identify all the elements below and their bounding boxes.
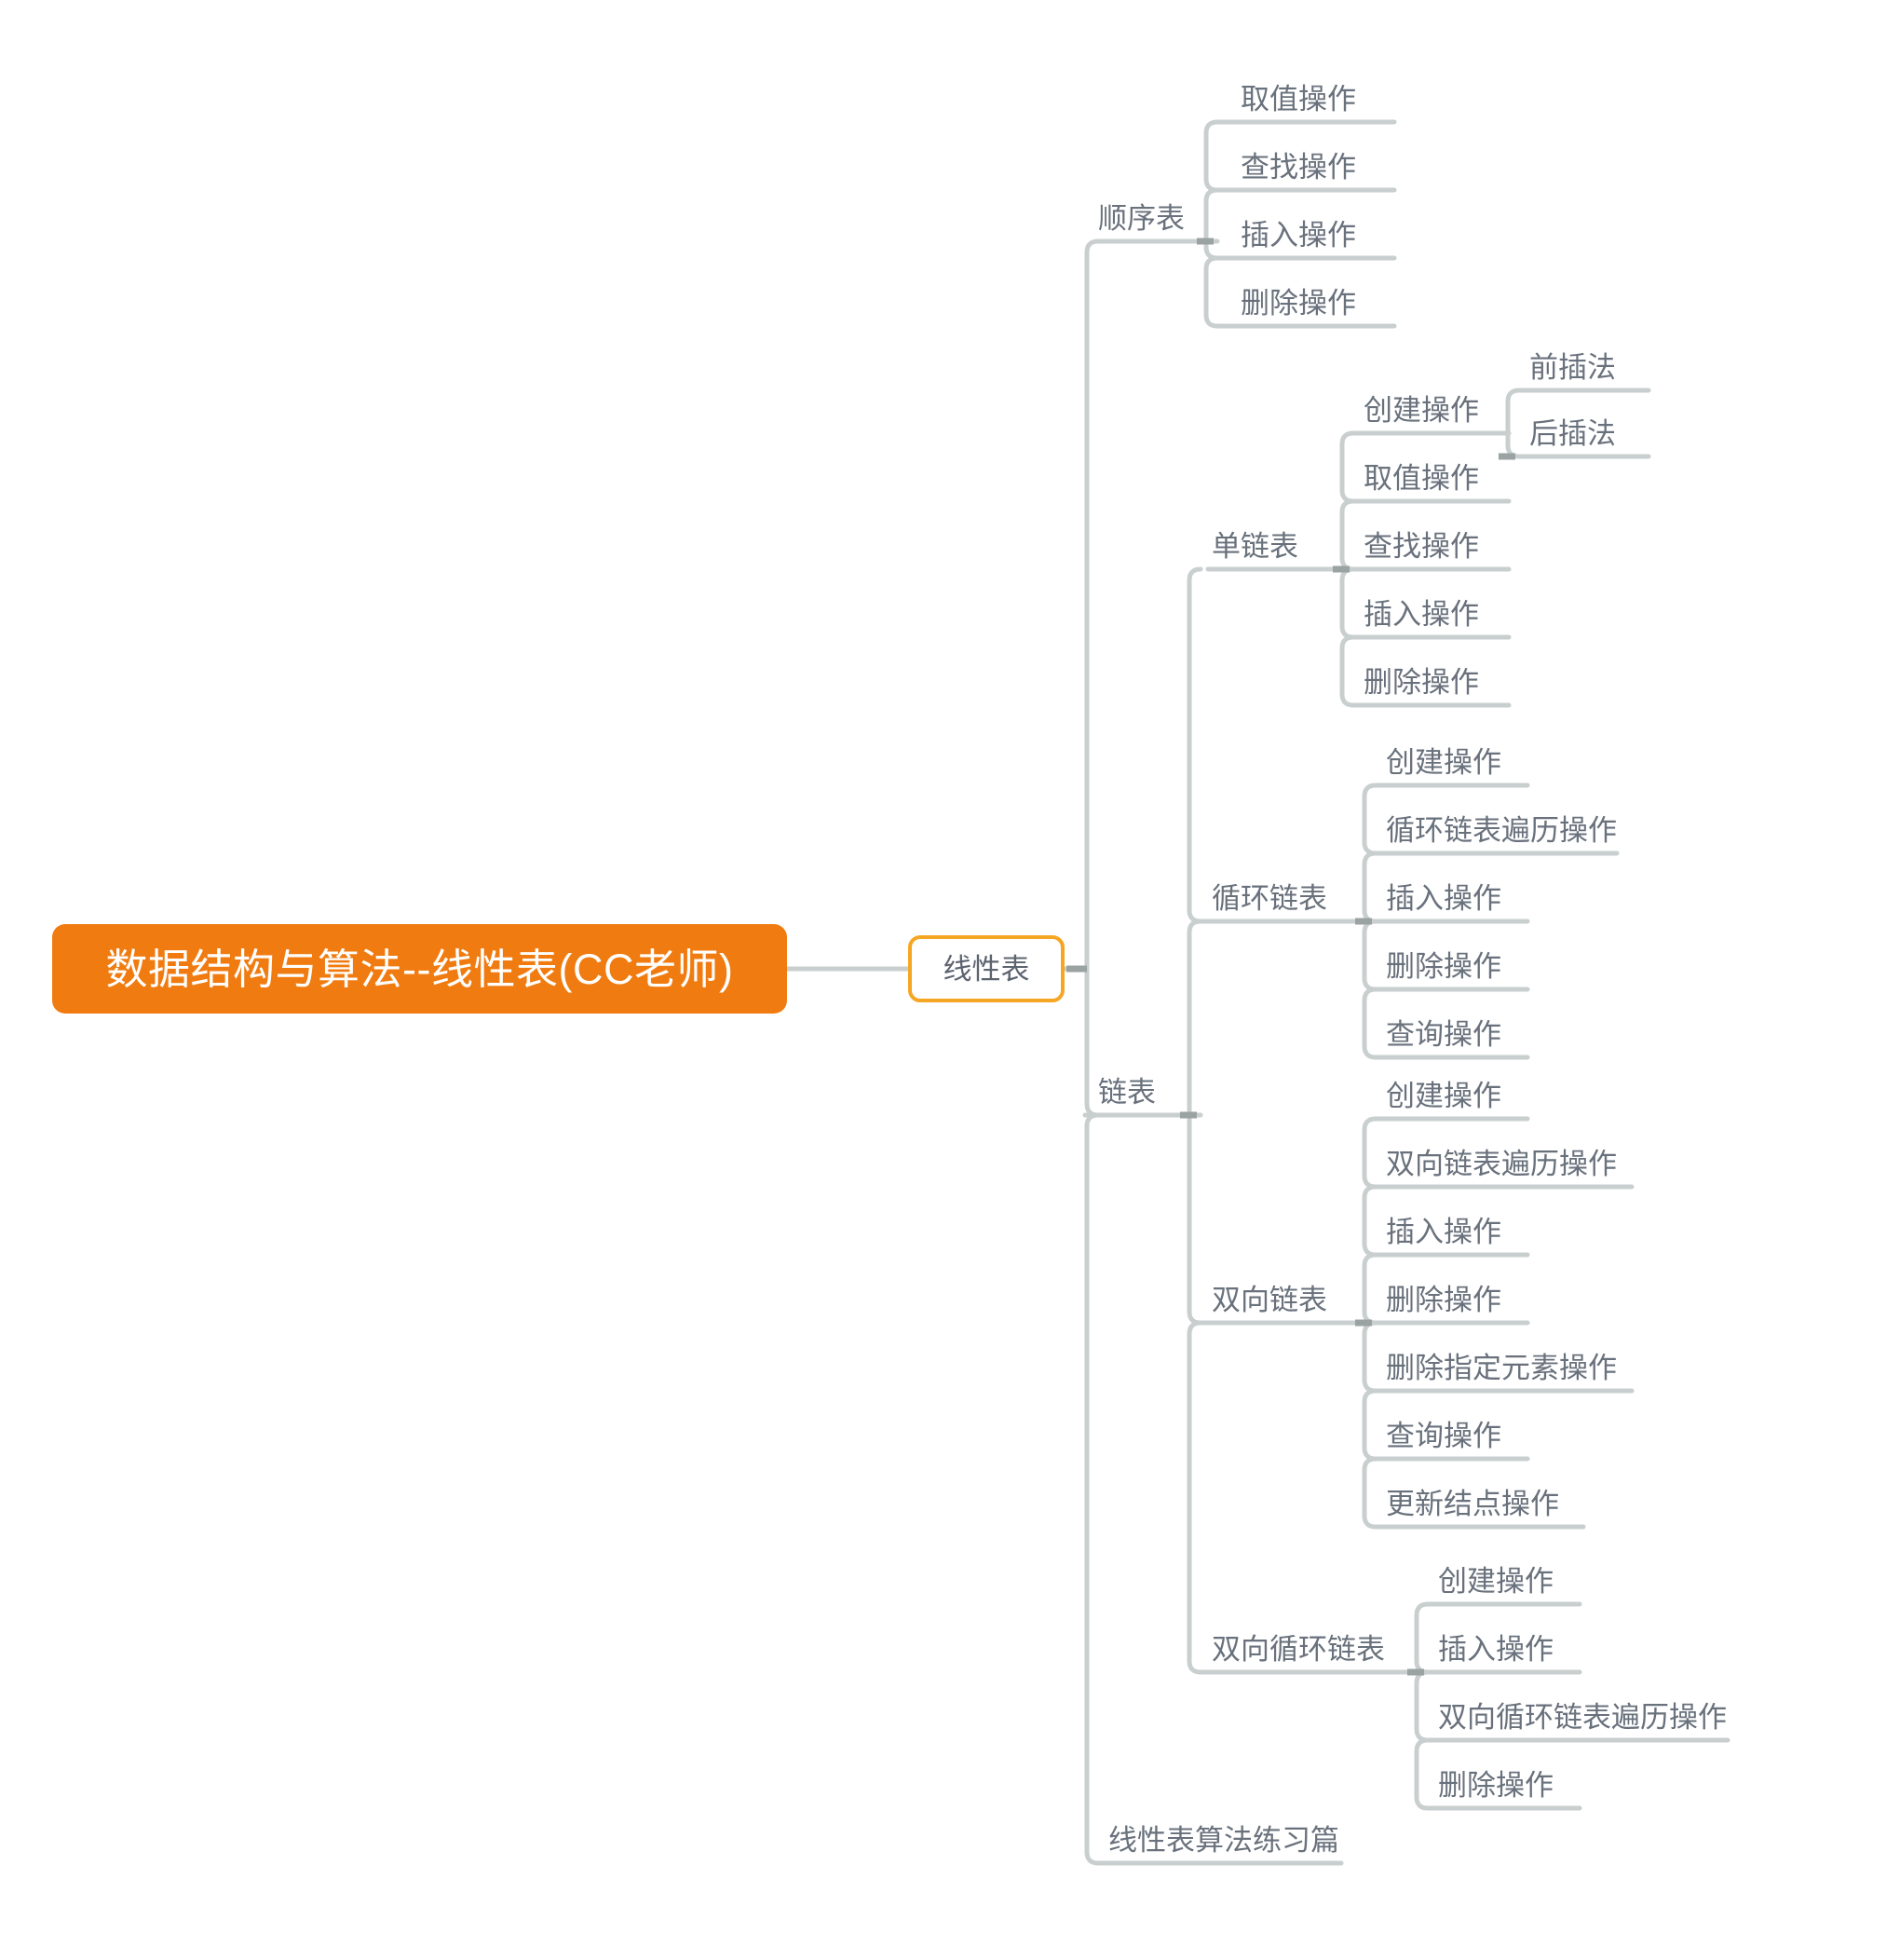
node-dbl-update-node[interactable]: 更新结点操作 [1386,1488,1559,1520]
node-dbl-insert[interactable]: 插入操作 [1386,1216,1501,1248]
node-circular-linked-list[interactable]: 循环链表 [1212,882,1327,915]
trunk-circ-b [1362,851,1378,924]
trunk-dblcirc-c [1414,1737,1431,1811]
node-single-create-front-insert[interactable]: 前插法 [1529,351,1616,384]
node-dbl-delete-specified[interactable]: 删除指定元素操作 [1386,1352,1617,1384]
trunk-dbl-d [1362,1320,1378,1394]
node-dblcirc-create[interactable]: 创建操作 [1438,1565,1554,1598]
node-single-create[interactable]: 创建操作 [1364,394,1479,427]
node-circ-delete[interactable]: 删除操作 [1386,950,1501,983]
trunk-single-a [1339,430,1356,504]
node-dblcirc-delete[interactable]: 删除操作 [1438,1769,1554,1802]
trunk-single-c [1339,566,1356,640]
node-seq-search[interactable]: 查找操作 [1241,151,1356,184]
trunk-link-a [1187,566,1203,924]
node-linked-list[interactable]: 链表 [1098,1076,1156,1109]
node-circ-traverse[interactable]: 循环链表遍历操作 [1386,814,1617,847]
trunk-main-b [1084,1112,1101,1866]
trunk-main-a [1084,238,1101,1118]
trunk-single-d [1339,634,1356,708]
node-doubly-circular-linked-list[interactable]: 双向循环链表 [1212,1633,1385,1666]
node-seq-insert[interactable]: 插入操作 [1241,219,1356,252]
trunk-dbl-f [1362,1456,1378,1530]
node-dbl-delete[interactable]: 删除操作 [1386,1284,1501,1316]
root-node[interactable]: 数据结构与算法--线性表(CC老师) [52,924,787,1014]
node-dblcirc-traverse[interactable]: 双向循环链表遍历操作 [1438,1701,1727,1734]
trunk-dbl-e [1362,1388,1378,1462]
trunk-dbl-a [1362,1116,1378,1190]
node-single-insert[interactable]: 插入操作 [1364,598,1479,631]
node-circ-query[interactable]: 查询操作 [1386,1018,1501,1051]
node-dbl-create[interactable]: 创建操作 [1386,1080,1501,1112]
node-single-create-back-insert[interactable]: 后插法 [1529,417,1616,450]
node-dbl-traverse[interactable]: 双向链表遍历操作 [1386,1148,1617,1180]
node-seq-delete[interactable]: 删除操作 [1241,287,1356,320]
trunk-dblcirc-a [1414,1601,1431,1675]
node-doubly-linked-list[interactable]: 双向链表 [1212,1284,1327,1316]
trunk-dbl-b [1362,1184,1378,1258]
trunk-link-c [1187,1320,1203,1675]
trunk-dblcirc-b [1414,1669,1431,1743]
node-circ-create[interactable]: 创建操作 [1386,746,1501,779]
node-single-search[interactable]: 查找操作 [1364,530,1479,563]
trunk-link-b [1187,919,1203,1326]
node-sequential-list[interactable]: 顺序表 [1098,202,1185,235]
node-seq-get-value[interactable]: 取值操作 [1241,83,1356,116]
trunk-circ-d [1362,987,1378,1060]
node-single-linked-list[interactable]: 单链表 [1212,530,1298,563]
trunk-seq-c [1203,255,1220,329]
trunk-seq-a [1203,119,1220,193]
node-single-get-value[interactable]: 取值操作 [1364,462,1479,495]
node-linear-list[interactable]: 线性表 [908,935,1065,1002]
trunk-dbl-c [1362,1252,1378,1326]
node-single-delete[interactable]: 删除操作 [1364,666,1479,699]
trunk-single-b [1339,498,1356,572]
node-dbl-query[interactable]: 查询操作 [1386,1420,1501,1452]
node-practice[interactable]: 线性表算法练习篇 [1108,1824,1339,1857]
trunk-circ-a [1362,783,1378,856]
trunk-circ-c [1362,919,1378,992]
node-dblcirc-insert[interactable]: 插入操作 [1438,1633,1554,1666]
node-circ-insert[interactable]: 插入操作 [1386,882,1501,915]
